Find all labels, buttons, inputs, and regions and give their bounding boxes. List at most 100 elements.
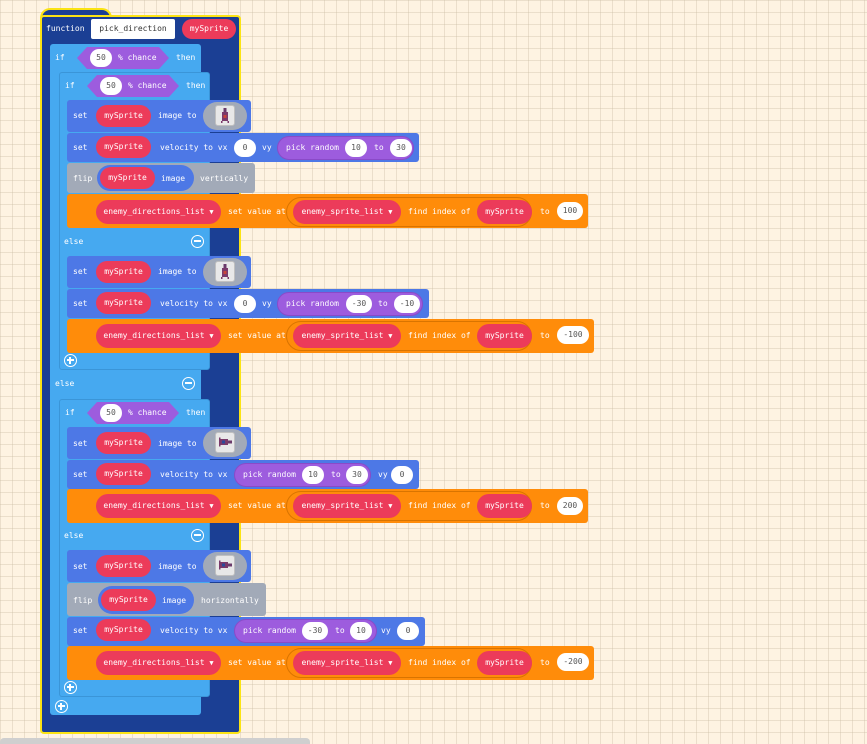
velocity-to-vx-label: velocity to vx xyxy=(160,626,228,635)
list-name: enemy_directions_list xyxy=(103,501,205,510)
flip-keyword: flip xyxy=(73,174,93,183)
random-from-value[interactable]: -30 xyxy=(302,622,328,640)
image-picker[interactable] xyxy=(203,258,247,286)
find-index-of-label: find index of xyxy=(408,331,471,340)
add-else-plus-icon[interactable] xyxy=(55,700,68,713)
dropdown-icon: ▼ xyxy=(388,659,393,667)
set-keyword: set xyxy=(73,562,88,571)
list-variable-dropdown[interactable]: enemy_directions_list ▼ xyxy=(96,494,221,518)
add-else-plus-icon[interactable] xyxy=(64,681,77,694)
vy-label: vy xyxy=(378,470,388,479)
outer-else-label: else xyxy=(55,379,75,388)
inner-a-chance-value[interactable]: 50 xyxy=(100,77,122,95)
to-label: to xyxy=(331,470,341,479)
list-value[interactable]: -200 xyxy=(557,653,589,671)
horizontal-scrollbar[interactable] xyxy=(0,738,310,744)
inner-b-chance-value[interactable]: 50 xyxy=(100,404,122,422)
image-label: image xyxy=(161,174,186,183)
flip-direction-label: vertically xyxy=(200,174,249,183)
vy-label: vy xyxy=(381,626,391,635)
inner-a-chance-label: % chance xyxy=(128,81,167,90)
list-value[interactable]: -100 xyxy=(557,326,589,344)
list-name: enemy_sprite_list xyxy=(301,331,384,340)
random-to-value[interactable]: 30 xyxy=(346,466,368,484)
function-keyword: function xyxy=(46,24,85,33)
image-picker[interactable] xyxy=(203,429,247,457)
sprite-variable-pill[interactable]: mySprite xyxy=(96,463,151,485)
set-keyword: set xyxy=(73,439,88,448)
random-from-value[interactable]: 10 xyxy=(302,466,324,484)
vy-label: vy xyxy=(262,143,272,152)
sprite-variable-pill[interactable]: mySprite xyxy=(477,324,532,348)
outer-then-label: then xyxy=(176,53,196,62)
list-name: enemy_sprite_list xyxy=(301,207,384,216)
list-variable-dropdown[interactable]: enemy_directions_list ▼ xyxy=(96,651,221,675)
dropdown-icon: ▼ xyxy=(209,332,214,340)
add-else-plus-icon[interactable] xyxy=(64,354,77,367)
to-label: to xyxy=(540,207,550,216)
inner-if-a-label: if xyxy=(65,81,75,90)
random-to-value[interactable]: 10 xyxy=(350,622,372,640)
dropdown-icon: ▼ xyxy=(388,332,393,340)
list-value[interactable]: 100 xyxy=(557,202,583,220)
sprite-variable-pill[interactable]: mySprite xyxy=(96,292,151,314)
dropdown-icon: ▼ xyxy=(209,208,214,216)
list-name: enemy_sprite_list xyxy=(301,658,384,667)
remove-else-minus-icon[interactable] xyxy=(182,377,195,390)
image-to-label: image to xyxy=(158,562,197,571)
image-picker[interactable] xyxy=(203,552,247,580)
sprite-variable-pill[interactable]: mySprite xyxy=(477,494,532,518)
sprite-variable-pill[interactable]: mySprite xyxy=(96,105,151,127)
image-picker[interactable] xyxy=(203,102,247,130)
velocity-to-vx-label: velocity to vx xyxy=(160,299,228,308)
list-variable-dropdown[interactable]: enemy_sprite_list ▼ xyxy=(293,494,401,518)
outer-chance-label: % chance xyxy=(118,53,157,62)
to-label: to xyxy=(540,658,550,667)
function-name-field[interactable]: pick_direction xyxy=(91,19,175,39)
list-variable-dropdown[interactable]: enemy_sprite_list ▼ xyxy=(293,324,401,348)
vy-label: vy xyxy=(262,299,272,308)
vy-value[interactable]: 0 xyxy=(397,622,419,640)
sprite-variable-pill[interactable]: mySprite xyxy=(101,589,156,611)
list-variable-dropdown[interactable]: enemy_directions_list ▼ xyxy=(96,324,221,348)
list-name: enemy_directions_list xyxy=(103,207,205,216)
sprite-variable-pill[interactable]: mySprite xyxy=(477,200,532,224)
set-value-at-label: set value at xyxy=(228,501,286,510)
list-variable-dropdown[interactable]: enemy_sprite_list ▼ xyxy=(293,200,401,224)
random-to-value[interactable]: 30 xyxy=(390,139,412,157)
inner-b-chance-label: % chance xyxy=(128,408,167,417)
function-param-pill[interactable]: mySprite xyxy=(182,19,236,39)
list-variable-dropdown[interactable]: enemy_directions_list ▼ xyxy=(96,200,221,224)
pick-random-label: pick random xyxy=(243,470,296,479)
to-label: to xyxy=(540,331,550,340)
sprite-variable-pill[interactable]: mySprite xyxy=(96,432,151,454)
to-label: to xyxy=(374,143,384,152)
list-value[interactable]: 200 xyxy=(557,497,583,515)
set-keyword: set xyxy=(73,267,88,276)
sprite-variable-pill[interactable]: mySprite xyxy=(96,261,151,283)
vx-value[interactable]: 0 xyxy=(234,139,256,157)
sprite-variable-pill[interactable]: mySprite xyxy=(96,136,151,158)
sprite-variable-pill[interactable]: mySprite xyxy=(96,619,151,641)
sprite-facing-right-icon xyxy=(215,555,235,576)
random-from-value[interactable]: -30 xyxy=(346,295,372,313)
pick-random-label: pick random xyxy=(286,143,339,152)
find-index-of-label: find index of xyxy=(408,501,471,510)
to-label: to xyxy=(378,299,388,308)
velocity-to-vx-label: velocity to vx xyxy=(160,470,228,479)
sprite-variable-pill[interactable]: mySprite xyxy=(96,555,151,577)
remove-else-minus-icon[interactable] xyxy=(191,529,204,542)
random-from-value[interactable]: 10 xyxy=(345,139,367,157)
list-variable-dropdown[interactable]: enemy_sprite_list ▼ xyxy=(293,651,401,675)
function-block-hat[interactable] xyxy=(40,8,112,18)
outer-chance-value[interactable]: 50 xyxy=(90,49,112,67)
set-value-at-label: set value at xyxy=(228,331,286,340)
outer-if-label: if xyxy=(55,53,65,62)
remove-else-minus-icon[interactable] xyxy=(191,235,204,248)
set-keyword: set xyxy=(73,470,88,479)
sprite-variable-pill[interactable]: mySprite xyxy=(477,651,532,675)
random-to-value[interactable]: -10 xyxy=(394,295,420,313)
vx-value[interactable]: 0 xyxy=(234,295,256,313)
sprite-variable-pill[interactable]: mySprite xyxy=(100,167,155,189)
vy-value[interactable]: 0 xyxy=(391,466,413,484)
